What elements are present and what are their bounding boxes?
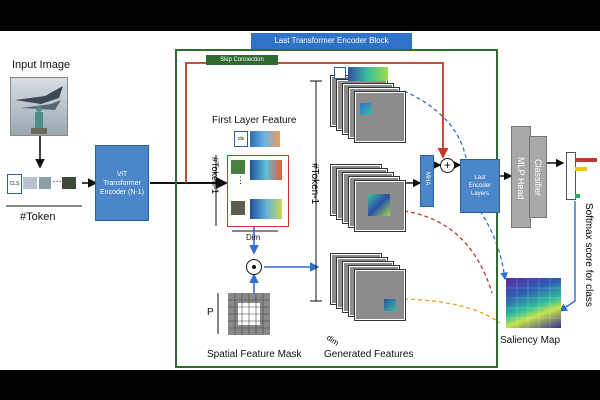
mask-title: Spatial Feature Mask xyxy=(207,349,302,360)
first-cls-feature xyxy=(250,131,280,147)
saliency-label: Saliency Map xyxy=(500,335,561,346)
first-cls-label: cls xyxy=(237,136,245,142)
multiply-operator-icon xyxy=(246,259,262,275)
gen-mid-patch xyxy=(368,194,390,216)
input-cls-label: CLS xyxy=(9,181,20,187)
diagram-canvas: Input Image CLS … #Token ViT Transformer… xyxy=(0,31,600,370)
score-bar-red xyxy=(575,158,597,162)
mask-p-label: P xyxy=(207,307,214,318)
patch-token-2 xyxy=(39,177,51,189)
gen-top-patch xyxy=(360,103,372,115)
input-token-axis-label: #Token xyxy=(20,211,56,223)
softmax-label: Softmax score for class xyxy=(583,203,594,307)
softmax-column xyxy=(566,152,576,200)
saliency-map xyxy=(506,278,561,328)
patch-token-1 xyxy=(23,177,37,189)
patch-token-n xyxy=(62,177,76,189)
first-cls-token: cls xyxy=(234,131,248,147)
gen-bot-patch xyxy=(384,299,396,311)
score-to-saliency-arrow xyxy=(558,201,576,312)
feature-patch-n xyxy=(231,201,245,215)
spatial-mask-grid xyxy=(228,293,270,335)
add-operator-icon: + xyxy=(440,158,455,173)
gen-bot-layer-5 xyxy=(354,269,406,321)
first-layer-title: First Layer Feature xyxy=(212,115,297,126)
gen-top-heatmap xyxy=(348,67,388,81)
mha-box: MHA xyxy=(420,155,434,207)
aircraft-statue-icon xyxy=(15,86,63,134)
score-bar-green xyxy=(575,194,580,198)
feature-ellipsis: ⋮ xyxy=(236,175,245,185)
mlp-head-box: MLP Head xyxy=(511,126,531,228)
dash-orange-bottom xyxy=(403,298,501,324)
classifier-box: Classifier xyxy=(529,136,547,218)
connector-layer xyxy=(6,62,576,334)
vit-encoder-label: ViT Transformer Encoder (N-1) xyxy=(100,170,144,196)
classifier-label: Classifier xyxy=(533,159,543,197)
generated-title: Generated Features xyxy=(324,349,414,360)
saliency-grid-icon xyxy=(506,278,561,328)
first-dim-axis-label: Dim xyxy=(246,233,261,242)
skip-connection-line xyxy=(185,62,449,183)
input-image-title: Input Image xyxy=(12,59,71,71)
gen-top-layer-5 xyxy=(354,91,406,143)
gen-top-cls xyxy=(334,67,346,79)
vit-encoder-box: ViT Transformer Encoder (N-1) xyxy=(95,145,149,221)
mlp-head-label: MLP Head xyxy=(516,157,526,200)
skip-connection-badge: Skip Connection xyxy=(206,55,278,65)
first-token-axis-label: #Token-1 xyxy=(210,157,220,195)
last-encoder-layers-box: Last Encoder Layers xyxy=(460,159,500,213)
last-encoder-layers-label: Last Encoder Layers xyxy=(468,175,492,197)
input-cls-token: CLS xyxy=(7,174,22,194)
skip-connection-label: Skip Connection xyxy=(220,57,264,63)
feature-patch-1 xyxy=(231,160,245,174)
block-title: Last Transformer Encoder Block xyxy=(274,36,389,45)
score-bar-yellow xyxy=(575,167,587,171)
block-title-banner: Last Transformer Encoder Block xyxy=(251,33,412,49)
token-ellipsis: … xyxy=(52,174,62,185)
mha-label: MHA xyxy=(424,172,430,186)
generated-token-axis-label: #Token-1 xyxy=(309,163,320,205)
feature-map-n xyxy=(250,199,282,219)
input-image xyxy=(10,77,68,136)
feature-map-1 xyxy=(250,160,282,180)
dash-red-mid xyxy=(403,210,493,294)
